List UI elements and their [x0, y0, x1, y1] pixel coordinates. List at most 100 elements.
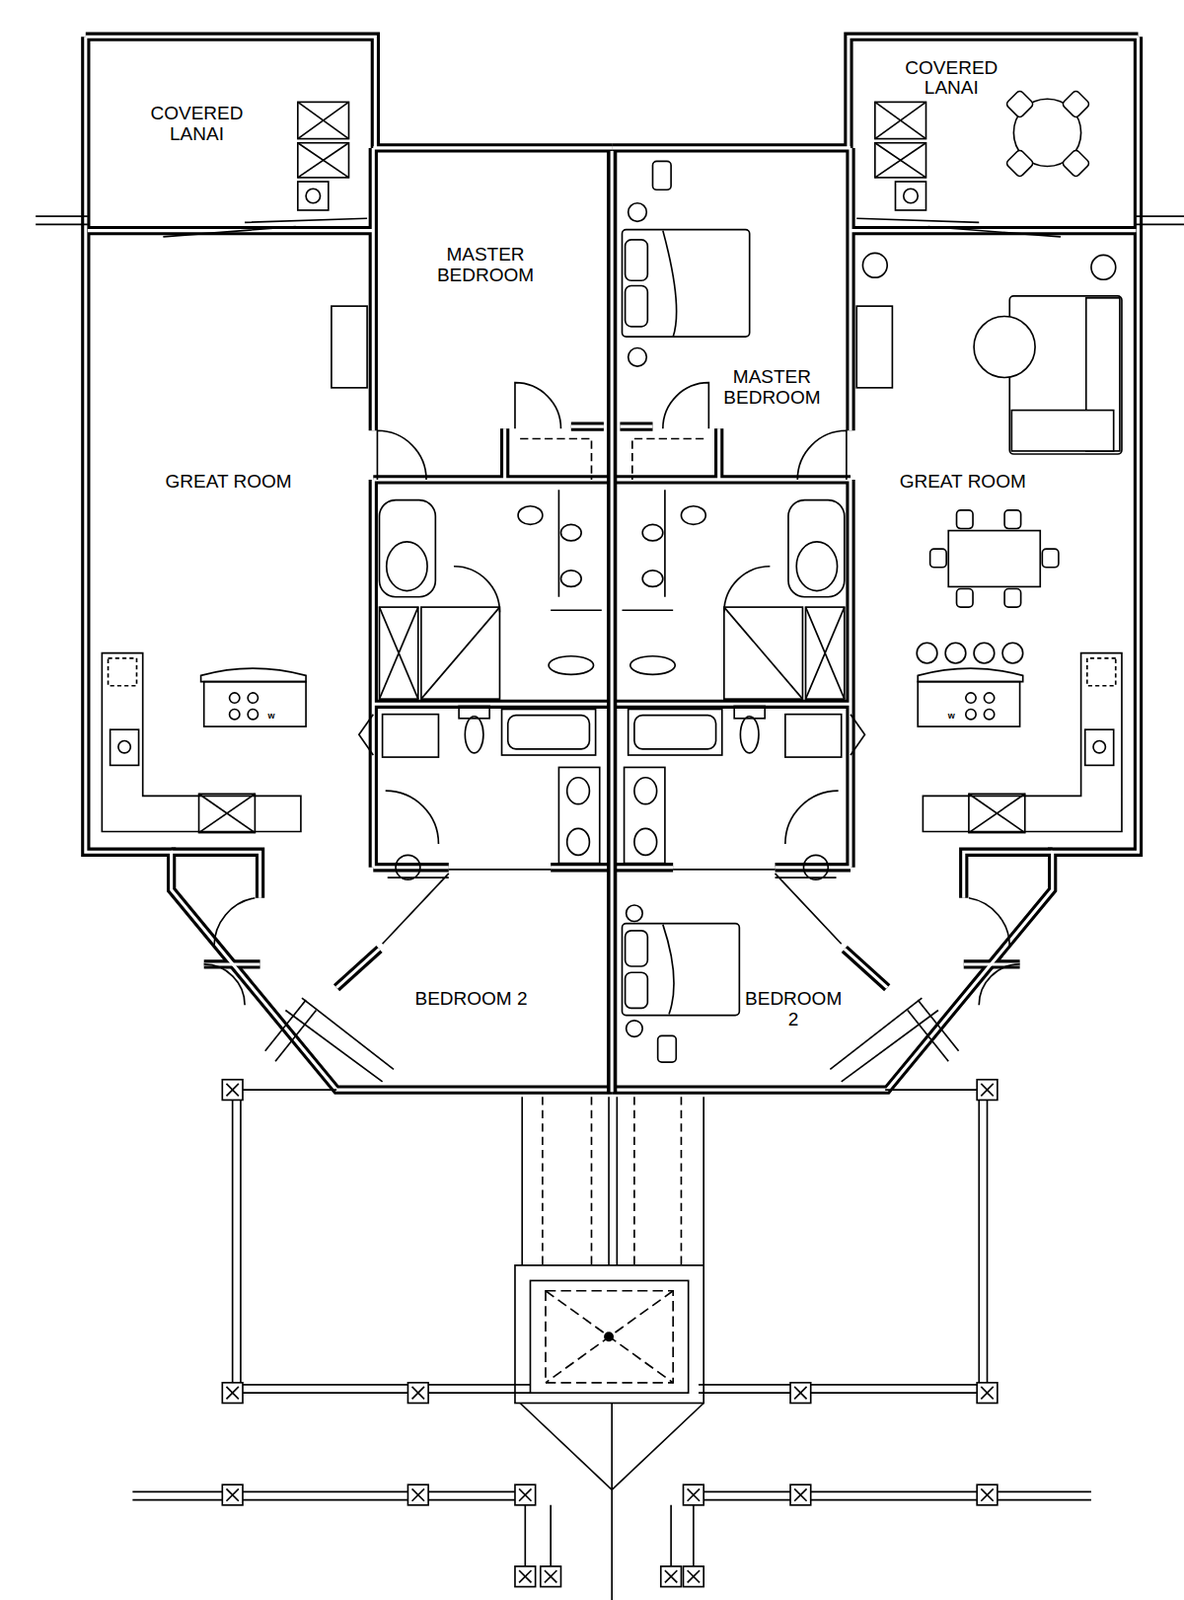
furniture: [621, 229, 749, 338]
walls-left: [35, 36, 612, 1090]
post: [222, 1483, 243, 1505]
post: [687, 1487, 700, 1500]
porch: [515, 1264, 704, 1404]
room-label: BEDROOM 2: [372, 987, 571, 1009]
post: [683, 1565, 705, 1587]
furniture: [625, 971, 649, 1008]
post: [544, 1569, 557, 1582]
post: [683, 1483, 705, 1505]
post: [687, 1569, 700, 1582]
post: [980, 1386, 993, 1399]
porch: [545, 1290, 673, 1383]
porch: [698, 1089, 988, 1393]
room-label: MASTER BEDROOM: [707, 367, 836, 409]
furniture: [1005, 89, 1035, 119]
post: [518, 1487, 531, 1500]
furniture: [628, 348, 648, 368]
porch: [132, 1490, 1092, 1499]
furniture: [1041, 548, 1059, 568]
walls-left: [85, 36, 612, 1090]
furniture: [1004, 510, 1022, 529]
furniture: [957, 510, 974, 529]
porch: [232, 1088, 988, 1091]
furniture: [625, 239, 649, 281]
furniture: [626, 1020, 644, 1037]
furniture: [621, 923, 740, 1016]
center-wall: [611, 150, 613, 1092]
furniture: [973, 642, 995, 664]
appliance-mark: w: [944, 711, 959, 722]
furniture: [973, 315, 1036, 377]
post: [976, 1079, 998, 1101]
furniture: [930, 548, 948, 568]
post: [515, 1565, 536, 1587]
furniture: [1061, 89, 1091, 119]
post: [683, 1565, 705, 1587]
furniture: [948, 530, 1040, 588]
post: [665, 1569, 677, 1582]
porch: [524, 1494, 694, 1577]
furniture: [663, 230, 677, 338]
post: [790, 1382, 812, 1404]
walls-right: [611, 36, 1184, 1090]
furniture: [945, 642, 966, 664]
post: [790, 1382, 812, 1404]
room-label: GREAT ROOM: [120, 470, 338, 492]
room-label: BEDROOM 2: [740, 988, 846, 1031]
post: [794, 1487, 807, 1500]
post: [794, 1386, 807, 1399]
post: [980, 1487, 993, 1500]
walls-right: [611, 36, 1138, 1090]
furniture: [1061, 148, 1091, 178]
walls-right: [621, 101, 1184, 1081]
porch: [529, 1279, 688, 1393]
furniture: [1004, 589, 1022, 608]
post: [540, 1565, 562, 1587]
walls-right: [611, 36, 1138, 1090]
room-label: GREAT ROOM: [854, 470, 1072, 492]
post: [976, 1382, 998, 1404]
furniture: [916, 642, 938, 664]
post: [222, 1079, 998, 1587]
post: [661, 1565, 682, 1587]
post: [515, 1483, 536, 1505]
furniture: [621, 89, 1121, 1062]
walls-left: [35, 101, 602, 1081]
post: [222, 1079, 243, 1101]
post: [976, 1382, 998, 1404]
center-wall: [606, 150, 617, 1092]
furniture: [663, 924, 674, 1015]
post: [790, 1483, 812, 1505]
porch: [604, 1332, 613, 1340]
post: [976, 1483, 998, 1505]
post: [661, 1565, 682, 1587]
room-label: COVERED LANAI: [891, 58, 1011, 100]
furniture: [862, 252, 888, 278]
post: [515, 1565, 536, 1587]
post: [683, 1483, 705, 1505]
post: [222, 1382, 243, 1404]
post: [407, 1483, 429, 1505]
post: [222, 1079, 243, 1101]
furniture: [626, 904, 644, 922]
post: [222, 1382, 243, 1404]
post: [790, 1483, 812, 1505]
center-wall: [610, 150, 614, 1092]
furniture: [1002, 642, 1024, 664]
post: [222, 1483, 243, 1505]
furniture: [625, 285, 649, 326]
post: [407, 1382, 429, 1404]
furniture: [625, 930, 649, 966]
post: [515, 1483, 536, 1505]
appliance-mark: w: [264, 711, 279, 722]
walls-left: [85, 36, 612, 1090]
furniture: [1091, 254, 1116, 280]
post: [412, 1386, 425, 1399]
porch: [132, 1089, 1092, 1600]
furniture: [1011, 410, 1113, 451]
post: [407, 1382, 429, 1404]
porch: [232, 1089, 531, 1393]
post: [225, 1487, 238, 1500]
